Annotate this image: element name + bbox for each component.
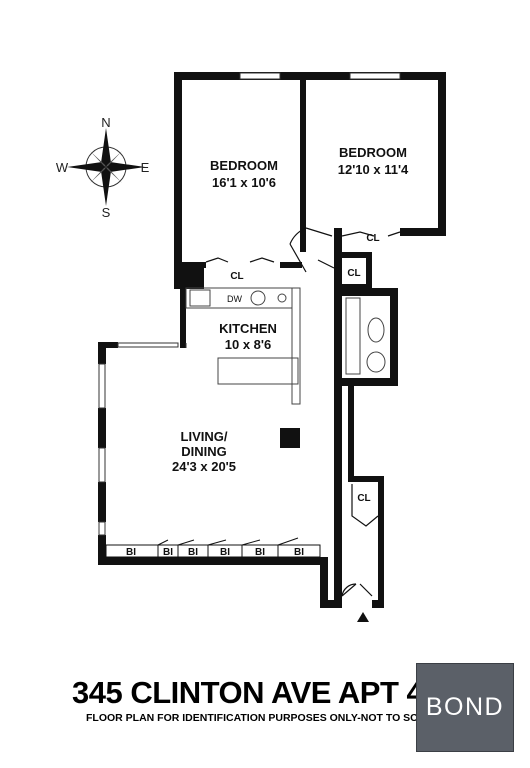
bi-label-4: BI	[220, 547, 230, 558]
walls	[98, 72, 446, 608]
compass-s: S	[102, 205, 111, 220]
bi-label-2: BI	[163, 547, 173, 558]
kitchen-size: 10 x 8'6	[225, 337, 271, 352]
compass-w: W	[56, 160, 69, 175]
bedroom1-name: BEDROOM	[210, 158, 278, 173]
bi-label-6: BI	[294, 547, 304, 558]
compass-e: E	[141, 160, 150, 175]
bathroom-fixtures	[345, 297, 386, 375]
windows	[98, 72, 401, 536]
bi-label-3: BI	[188, 547, 198, 558]
closets	[205, 231, 401, 527]
kitchen-counters	[185, 287, 301, 405]
floor-plan-disclaimer: FLOOR PLAN FOR IDENTIFICATION PURPOSES O…	[86, 712, 439, 724]
entry-arrow-icon	[357, 612, 369, 622]
kitchen-name: KITCHEN	[219, 321, 277, 336]
bi-label-5: BI	[255, 547, 265, 558]
closet-label-bedroom2: CL	[366, 233, 379, 244]
bond-logo: BOND	[416, 663, 514, 752]
closet-label-entry: CL	[357, 493, 370, 504]
builtin-labels: BI BI BI BI BI BI	[126, 547, 304, 558]
living-name-2: DINING	[181, 444, 227, 459]
bedroom2-name: BEDROOM	[339, 145, 407, 160]
doors	[289, 227, 373, 597]
property-address: 345 CLINTON AVE APT 4F	[72, 675, 442, 710]
closet-label-hall: CL	[347, 268, 360, 279]
logo-text: BOND	[425, 693, 505, 721]
structural-column	[280, 428, 300, 448]
bedroom2-size: 12'10 x 11'4	[338, 162, 409, 177]
bedroom1-size: 16'1 x 10'6	[212, 175, 276, 190]
builtins	[105, 537, 321, 558]
closet-label-bedroom1: CL	[230, 271, 243, 282]
living-size: 24'3 x 20'5	[172, 459, 236, 474]
compass-rose: N S E W	[56, 115, 150, 220]
dishwasher-label: DW	[227, 294, 242, 304]
compass-n: N	[101, 115, 110, 130]
bi-label-1: BI	[126, 547, 136, 558]
living-name-1: LIVING/	[181, 429, 228, 444]
